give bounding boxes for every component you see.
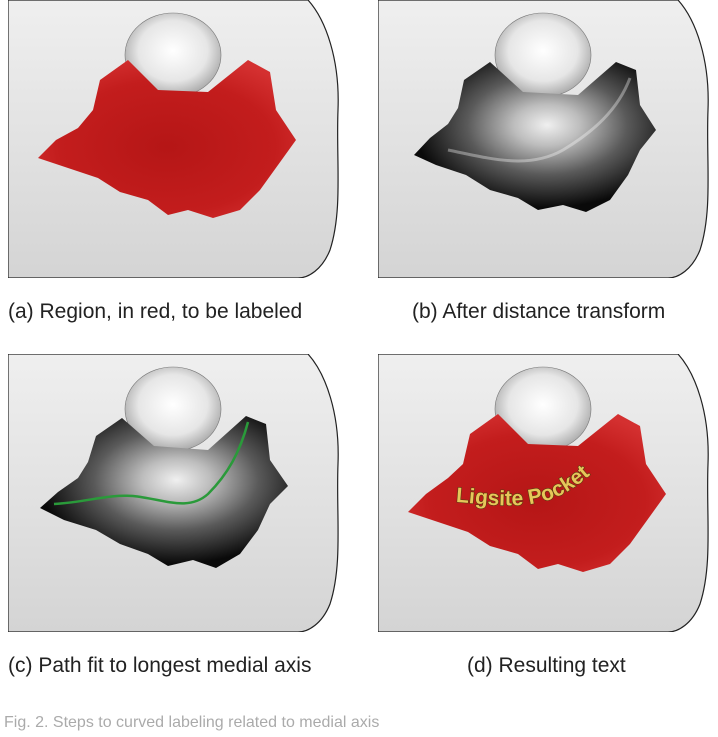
caption-d: (d) Resulting text xyxy=(467,654,626,677)
figure-footer: Fig. 2. Steps to curved labeling related… xyxy=(0,712,718,737)
caption-a: (a) Region, in red, to be labeled xyxy=(8,300,303,323)
medial-axis-path xyxy=(53,421,250,506)
distance-transform-region xyxy=(414,62,656,212)
panel-c-image xyxy=(8,354,344,632)
distance-transform-region xyxy=(40,416,288,568)
medial-axis-highlight xyxy=(447,77,632,163)
caption-b: (b) After distance transform xyxy=(412,300,666,323)
caption-c: (c) Path fit to longest medial axis xyxy=(8,654,312,677)
panel-a-image xyxy=(8,0,344,278)
red-region xyxy=(38,60,296,218)
panel-b-image xyxy=(378,0,714,278)
red-region xyxy=(408,414,666,572)
footer-fragment: Fig. 2. Steps to curved labeling related… xyxy=(4,714,380,731)
panel-d-image: Ligsite Pocket xyxy=(378,354,714,632)
